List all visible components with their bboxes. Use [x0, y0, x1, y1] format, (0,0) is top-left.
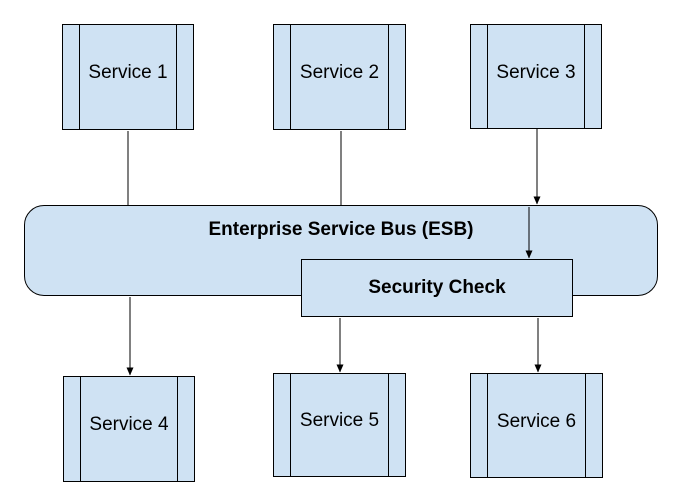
- process-bar-left: [487, 25, 488, 128]
- node-service-6: Service 6: [470, 373, 603, 478]
- process-bar-right: [177, 377, 178, 481]
- process-bar-left: [290, 25, 291, 129]
- process-bar-left: [80, 377, 81, 481]
- process-bar-left: [487, 374, 488, 477]
- process-bar-right: [388, 374, 389, 476]
- node-service-4: Service 4: [63, 376, 195, 482]
- node-label: Service 4: [89, 414, 169, 435]
- node-service-3: Service 3: [470, 24, 602, 129]
- process-bar-right: [585, 374, 586, 477]
- process-bar-right: [584, 25, 585, 128]
- process-bar-left: [79, 25, 80, 129]
- node-label: Service 1: [88, 62, 168, 83]
- node-service-5: Service 5: [273, 373, 406, 477]
- process-bar-right: [388, 25, 389, 129]
- node-service-1: Service 1: [62, 24, 194, 130]
- node-label: Enterprise Service Bus (ESB): [208, 219, 474, 240]
- process-bar-left: [290, 374, 291, 476]
- node-label: Security Check: [368, 277, 506, 298]
- node-label: Service 2: [299, 62, 380, 83]
- node-security-check: Security Check: [301, 259, 573, 317]
- node-label: Service 3: [496, 61, 576, 83]
- node-service-2: Service 2: [273, 24, 406, 130]
- process-bar-right: [176, 25, 177, 129]
- node-label: Service 5: [299, 410, 380, 431]
- node-label: Service 6: [496, 410, 577, 432]
